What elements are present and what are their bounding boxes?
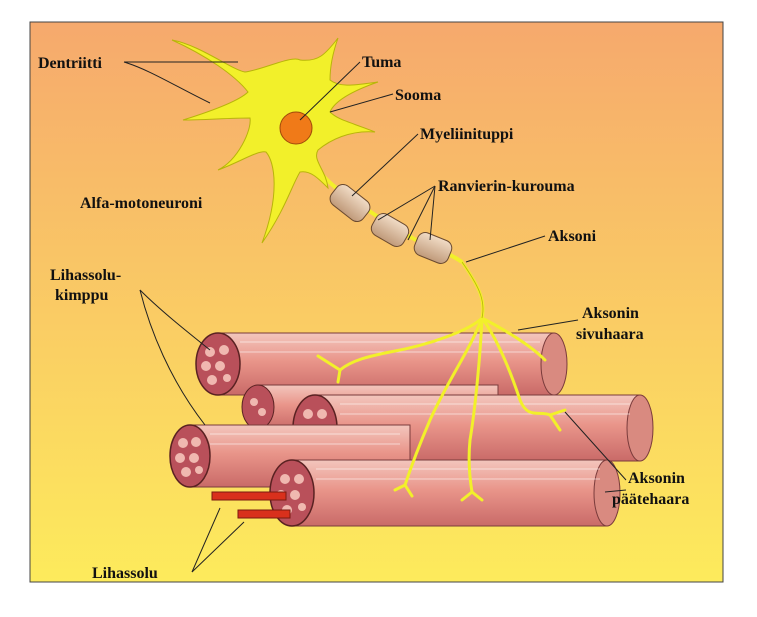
soma: [171, 37, 379, 244]
label-axon-terminal-line2: päätehaara: [612, 491, 689, 508]
label-muscle-cell: Lihassolu: [92, 565, 158, 582]
axon-branches: [316, 260, 567, 502]
label-alpha-motor-neuron: Alfa-motoneuroni: [80, 195, 203, 212]
label-axon-terminal-line1: Aksonin: [628, 470, 685, 487]
label-myelin-sheath: Myeliinituppi: [420, 126, 514, 143]
muscle-fiber-bundle: [169, 332, 654, 527]
myelin-sheath: [329, 183, 453, 264]
label-axon: Aksoni: [548, 228, 597, 245]
label-axon-collateral-line1: Aksonin: [582, 305, 639, 322]
label-axon-collateral-line2: sivuhaara: [576, 326, 644, 343]
label-soma: Sooma: [395, 87, 441, 104]
motor-neuron: [171, 37, 567, 502]
label-muscle-bundle-line2: kimppu: [55, 287, 108, 304]
muscle-cell: [211, 491, 291, 519]
label-node-of-ranvier: Ranvierin-kurouma: [438, 178, 575, 195]
label-muscle-bundle-line1: Lihassolu-: [50, 267, 121, 284]
label-dendrite: Dentriitti: [38, 55, 103, 72]
label-nucleus: Tuma: [362, 54, 401, 71]
muscle-fiber: [269, 459, 621, 527]
leader-lines: [123, 61, 627, 573]
muscle-fiber: [292, 394, 654, 462]
nucleus: [279, 111, 313, 145]
